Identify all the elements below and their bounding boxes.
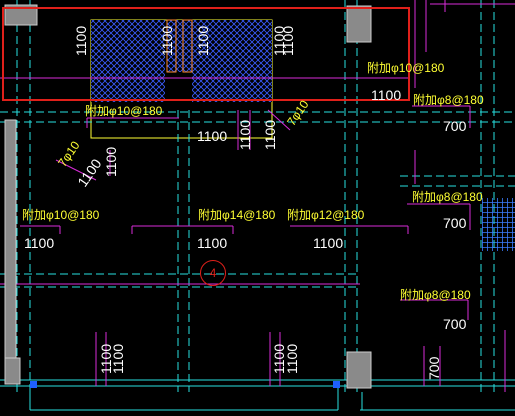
dim-center-1100[interactable]: 1100 [197, 235, 228, 251]
rebar-label-right-upper[interactable]: 附加φ8@180 [413, 93, 484, 107]
slab-number-marker[interactable]: 4 [200, 260, 226, 286]
hatched-area-center [167, 20, 192, 72]
dim-top-mid-v[interactable]: 1100 [195, 25, 211, 56]
dim-center-right-1100[interactable]: 1100 [313, 235, 344, 251]
rebar-label-mid-left[interactable]: 附加φ10@180 [85, 104, 163, 118]
orange-slot-right [182, 19, 193, 73]
dim-right-700-c[interactable]: 700 [443, 316, 467, 332]
selection-rectangle[interactable] [2, 7, 410, 101]
dim-right-1100[interactable]: 1100 [371, 87, 402, 103]
node-marker-right [333, 381, 340, 388]
slab-number-text: 4 [209, 266, 217, 280]
dim-top-left-v2[interactable]: 1100 [159, 25, 175, 56]
hatched-area-left [91, 20, 165, 102]
dim-mid-v-1100-b[interactable]: 1100 [262, 119, 278, 150]
dim-mid-1100-a[interactable]: 1100 [197, 128, 228, 144]
rebar-label-right-mid[interactable]: 附加φ8@180 [412, 190, 483, 204]
rebar-label-left[interactable]: 附加φ10@180 [22, 208, 100, 222]
dim-mid-v-1100[interactable]: 1100 [237, 119, 253, 150]
dim-left-v-1100[interactable]: 1100 [103, 146, 119, 177]
hatched-area-right-side [482, 198, 515, 251]
dim-bottom-v5[interactable]: 700 [426, 356, 442, 380]
cyan-dashed-grid [0, 0, 515, 392]
dim-right-700-a[interactable]: 700 [443, 118, 467, 134]
node-marker-left [30, 381, 37, 388]
rebar-label-right-low[interactable]: 附加φ8@180 [400, 288, 471, 302]
dim-bottom-v2[interactable]: 1100 [110, 343, 126, 374]
columns [4, 4, 372, 389]
hatched-area-right [192, 20, 272, 102]
dim-right-700-b[interactable]: 700 [443, 215, 467, 231]
orange-slot-left [166, 19, 177, 73]
dim-top-left-v1[interactable]: 1100 [73, 25, 89, 56]
dim-top-right-v[interactable]: 1100 [280, 25, 296, 56]
cyan-solid-lines [0, 379, 515, 411]
rebar-label-center[interactable]: 附加φ14@180 [198, 208, 276, 222]
dim-bottom-v4[interactable]: 1100 [284, 343, 300, 374]
magenta-rebar-lines [0, 0, 515, 392]
rebar-label-top-right[interactable]: 附加φ10@180 [367, 61, 445, 75]
rebar-label-center-right[interactable]: 附加φ12@180 [287, 208, 365, 222]
dim-left-1100[interactable]: 1100 [24, 235, 55, 251]
